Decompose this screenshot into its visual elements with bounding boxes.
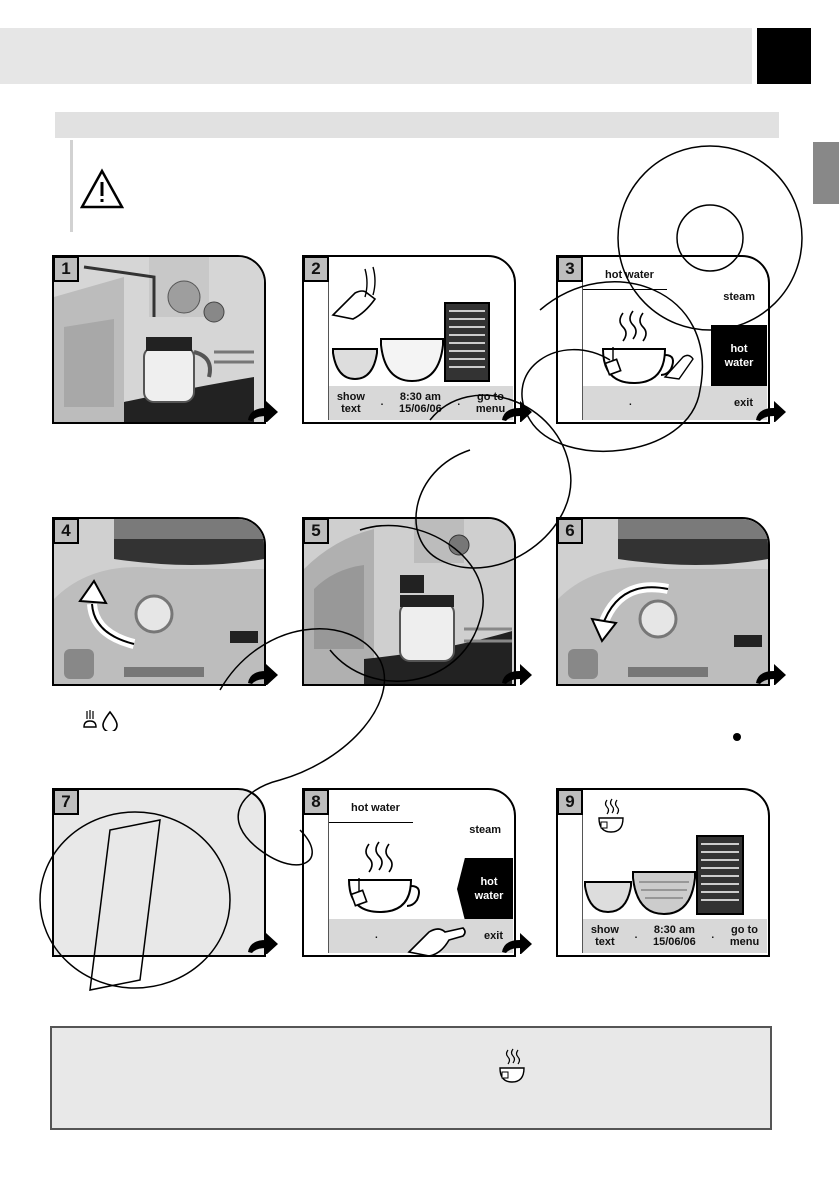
step-number: 1 <box>53 256 79 282</box>
side-tab <box>813 142 839 204</box>
exit-button[interactable]: exit <box>734 397 753 409</box>
warning-rule <box>70 140 73 232</box>
step-7-panel <box>52 788 266 957</box>
display-hot-water: hot water steam hot water . exit <box>582 259 767 420</box>
label: 8:30 am 15/06/06 <box>652 924 696 948</box>
display-home: show text . 8:30 am 15/06/06 . go to men… <box>328 259 513 420</box>
label: hot water <box>724 343 754 369</box>
cup-sizes-icon <box>584 835 744 916</box>
next-arrow-icon <box>248 664 278 685</box>
step-6-panel <box>556 517 770 686</box>
step-8-panel: hot water steam hot water . exit <box>302 788 516 957</box>
step-number: 7 <box>53 789 79 815</box>
hand-pointer-icon <box>331 266 377 320</box>
chapter-marker <box>757 28 811 84</box>
show-text-button[interactable]: show text <box>591 924 619 948</box>
next-arrow-icon <box>248 401 278 422</box>
separator: . <box>629 397 632 408</box>
step-3-panel: hot water steam hot water . exit <box>556 255 770 424</box>
separator: . <box>711 930 715 941</box>
divider <box>329 822 413 823</box>
machine-steam-nozzle-illustration <box>54 257 264 422</box>
separator: . <box>457 397 461 408</box>
divider <box>583 289 667 290</box>
display-bottom-bar: . exit <box>583 386 767 420</box>
separator: . <box>380 397 384 408</box>
next-arrow-icon <box>756 664 786 685</box>
tea-cup-icon <box>601 310 694 385</box>
display-bottom-bar: show text . 8:30 am 15/06/06 . go to men… <box>329 386 513 420</box>
step-number: 9 <box>557 789 583 815</box>
step-number: 6 <box>557 518 583 544</box>
show-text-button[interactable]: show text <box>337 391 365 415</box>
next-arrow-icon <box>248 933 278 954</box>
next-arrow-icon <box>756 401 786 422</box>
steam-option[interactable]: steam <box>723 291 755 303</box>
step-4-panel <box>52 517 266 686</box>
hot-water-option[interactable]: hot water <box>457 858 513 920</box>
display-hot-water: hot water steam hot water . exit <box>328 792 513 955</box>
header-bar <box>0 28 752 84</box>
step-5-panel <box>302 517 516 686</box>
label: hot water <box>474 876 504 902</box>
section-title-bar <box>55 112 779 138</box>
separator: . <box>634 930 638 941</box>
step-2-panel: show text . 8:30 am 15/06/06 . go to men… <box>302 255 516 424</box>
next-arrow-icon <box>502 401 532 422</box>
separator: . <box>375 930 378 941</box>
cup-sizes-icon <box>332 302 490 383</box>
label: show text <box>336 391 365 415</box>
step-number: 2 <box>303 256 329 282</box>
step-9-panel: show text . 8:30 am 15/06/06 . go to men… <box>556 788 770 957</box>
exit-button[interactable]: exit <box>484 930 503 942</box>
display-bottom-bar: show text . 8:30 am 15/06/06 . go to men… <box>583 919 767 953</box>
warning-triangle-icon <box>80 168 124 209</box>
label: show text <box>590 924 619 948</box>
display-title: hot water <box>605 269 654 281</box>
step-number: 3 <box>557 256 583 282</box>
label: 8:30 am 15/06/06 <box>398 391 442 415</box>
step-number: 5 <box>303 518 329 544</box>
bullet-dot <box>733 733 741 741</box>
tea-cup-icon <box>347 841 420 914</box>
steam-knob-open-illustration <box>54 519 264 684</box>
hot-water-cup-icon <box>598 798 624 833</box>
next-arrow-icon <box>502 933 532 954</box>
step-1-panel <box>52 255 266 424</box>
hot-water-cup-icon <box>499 1048 525 1083</box>
hot-water-dispensing-illustration <box>304 519 514 684</box>
hand-pointer-icon <box>407 927 466 955</box>
label: go to menu <box>729 924 760 948</box>
date-time: 8:30 am 15/06/06 <box>653 924 696 948</box>
step-number: 4 <box>53 518 79 544</box>
steam-option[interactable]: steam <box>469 824 501 836</box>
display-home: show text . 8:30 am 15/06/06 . go to men… <box>582 792 767 953</box>
go-to-menu-button[interactable]: go to menu <box>730 924 759 948</box>
steam-and-drop-icon <box>83 710 118 731</box>
next-arrow-icon <box>502 664 532 685</box>
hot-water-option[interactable]: hot water <box>711 325 767 387</box>
date-time: 8:30 am 15/06/06 <box>399 391 442 415</box>
info-box <box>50 1026 772 1130</box>
step-number: 8 <box>303 789 329 815</box>
steam-knob-close-illustration <box>558 519 768 684</box>
display-title: hot water <box>351 802 400 814</box>
